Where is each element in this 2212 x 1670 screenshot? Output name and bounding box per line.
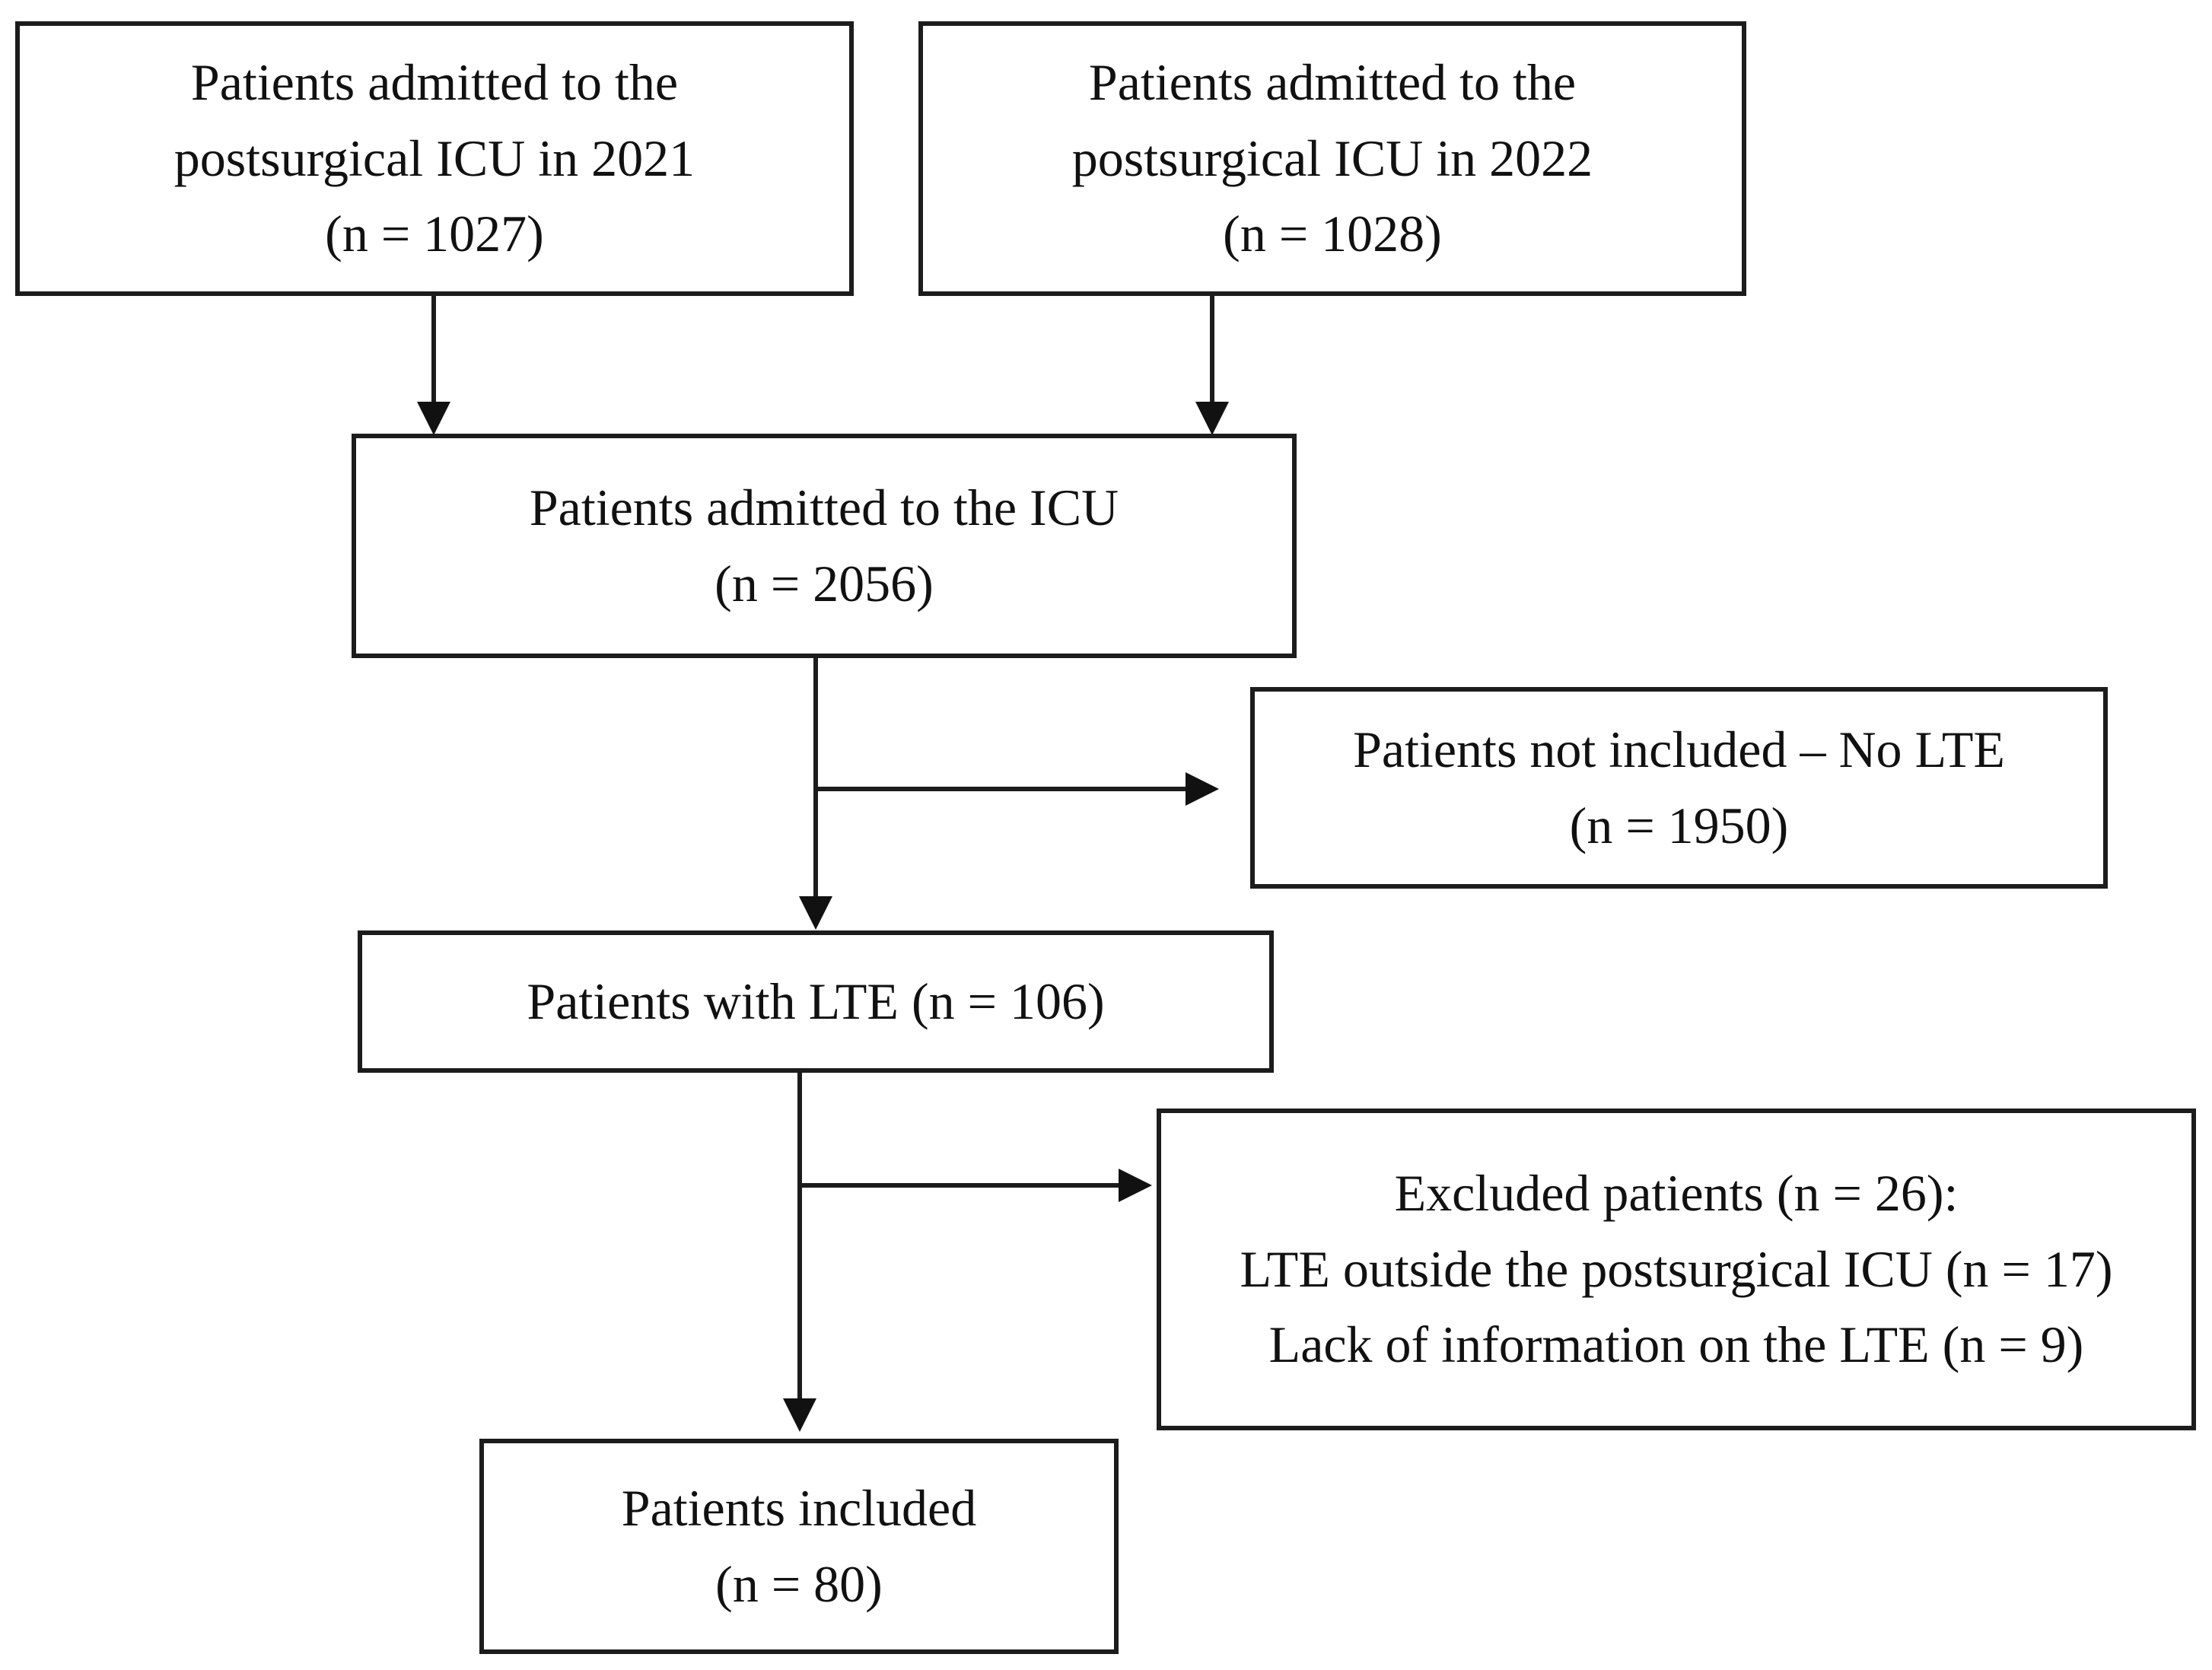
node-admitted-icu: Patients admitted to the ICU (n = 2056) [352, 434, 1297, 658]
arrow-2021-to-icu [417, 296, 450, 435]
node-patients-included-label: Patients included (n = 80) [621, 1478, 977, 1613]
node-with-lte: Patients with LTE (n = 106) [358, 930, 1274, 1073]
arrowhead-right-icon [1119, 1169, 1152, 1202]
arrowhead-right-icon [1186, 772, 1219, 806]
arrow-icu-to-with-lte [799, 658, 832, 930]
arrowhead-down-icon [783, 1398, 816, 1432]
node-with-lte-label: Patients with LTE (n = 106) [527, 972, 1105, 1030]
arrow-with-lte-to-included [783, 1073, 816, 1432]
arrowhead-down-icon [1195, 402, 1229, 435]
node-admitted-2021-label: Patients admitted to the postsurgical IC… [173, 52, 695, 263]
arrow-2022-to-icu [1195, 296, 1229, 435]
node-patients-included: Patients included (n = 80) [479, 1439, 1119, 1654]
node-admitted-2021: Patients admitted to the postsurgical IC… [15, 21, 854, 296]
node-excluded-patients: Excluded patients (n = 26): LTE outside … [1157, 1109, 2196, 1430]
node-not-included-no-lte: Patients not included – No LTE (n = 1950… [1250, 687, 2108, 889]
node-admitted-icu-label: Patients admitted to the ICU (n = 2056) [529, 478, 1119, 612]
node-admitted-2022-label: Patients admitted to the postsurgical IC… [1071, 52, 1593, 263]
node-excluded-patients-label: Excluded patients (n = 26): LTE outside … [1240, 1163, 2113, 1374]
node-not-included-no-lte-label: Patients not included – No LTE (n = 1950… [1353, 720, 2005, 854]
arrow-icu-to-not-included [816, 772, 1219, 806]
arrowhead-down-icon [799, 896, 832, 930]
arrowhead-down-icon [417, 402, 450, 435]
arrow-with-lte-to-excluded [800, 1169, 1152, 1202]
node-admitted-2022: Patients admitted to the postsurgical IC… [918, 21, 1746, 296]
